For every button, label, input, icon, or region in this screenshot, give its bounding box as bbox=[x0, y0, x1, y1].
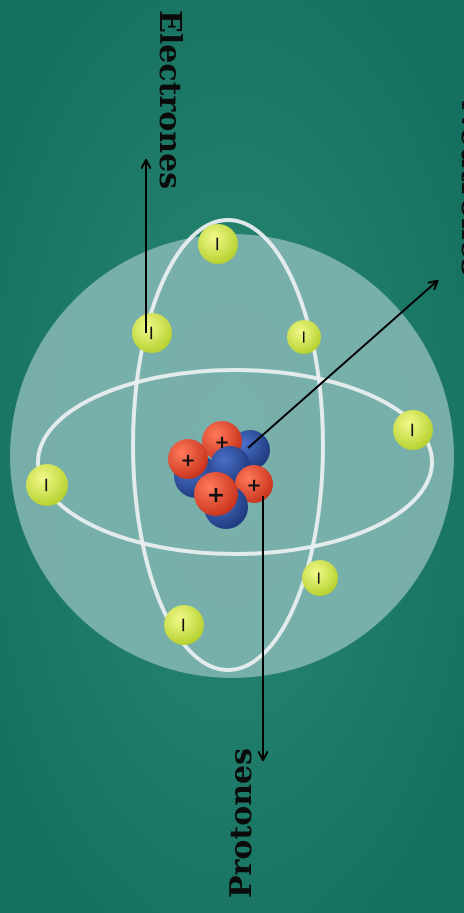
electron: − bbox=[132, 313, 172, 353]
proton-charge: + bbox=[207, 483, 225, 508]
label-neutrones: Neutrones bbox=[454, 100, 464, 276]
electron: − bbox=[26, 464, 68, 506]
label-electrones: Electrones bbox=[152, 10, 187, 189]
svg-text:−: − bbox=[35, 477, 59, 494]
svg-text:−: − bbox=[293, 329, 314, 344]
svg-text:−: − bbox=[401, 422, 425, 439]
electron: − bbox=[287, 320, 321, 354]
proton-charge: + bbox=[180, 450, 195, 471]
electron: − bbox=[302, 560, 338, 596]
svg-text:−: − bbox=[172, 617, 196, 634]
electron: − bbox=[393, 410, 433, 450]
electron: − bbox=[198, 224, 238, 264]
svg-text:−: − bbox=[308, 570, 329, 585]
svg-text:−: − bbox=[206, 236, 230, 253]
svg-text:−: − bbox=[140, 325, 164, 342]
proton-charge: + bbox=[246, 475, 261, 496]
proton-charge: + bbox=[214, 432, 229, 453]
electron: − bbox=[164, 605, 204, 645]
label-protones: Protones bbox=[224, 748, 259, 898]
